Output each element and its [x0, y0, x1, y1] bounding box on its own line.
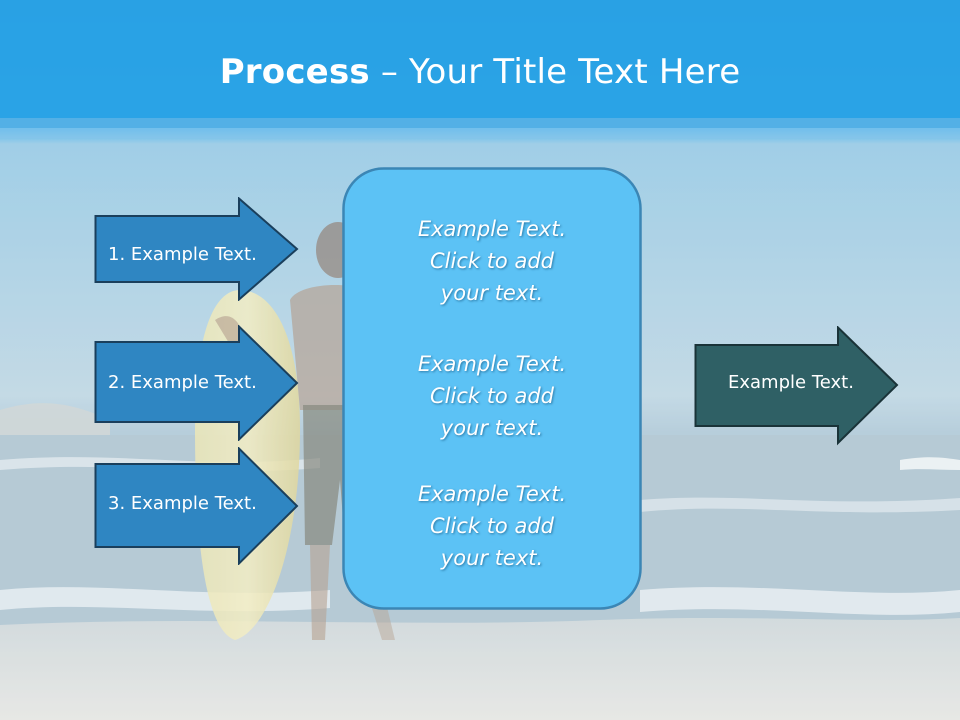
- right-arrow[interactable]: [694, 326, 900, 446]
- center-block-1-line-3: your text.: [440, 281, 544, 305]
- left-arrow-1-label: 1. Example Text.: [108, 244, 257, 265]
- center-block-1-line-1: Example Text.: [417, 217, 567, 241]
- center-block-3-line-3: your text.: [440, 546, 544, 570]
- center-block-2-line-1: Example Text.: [417, 352, 567, 376]
- title-bold-part: Process: [219, 52, 370, 92]
- left-arrow-1[interactable]: [94, 197, 300, 301]
- left-arrow-2[interactable]: [94, 325, 300, 441]
- center-text-block-3: Example Text. Click to add your text.: [352, 478, 632, 574]
- title-rest-part: – Your Title Text Here: [369, 52, 741, 92]
- left-arrow-2-label: 2. Example Text.: [108, 372, 257, 393]
- center-text-block-2: Example Text. Click to add your text.: [352, 348, 632, 444]
- left-arrow-3-label: 3. Example Text.: [108, 493, 257, 514]
- slide-title: Process – Your Title Text Here: [0, 52, 960, 92]
- center-block-2-line-2: Click to add: [429, 384, 554, 408]
- left-arrow-3[interactable]: [94, 447, 300, 565]
- center-block-1-line-2: Click to add: [429, 249, 554, 273]
- center-text-block-1: Example Text. Click to add your text.: [352, 213, 632, 309]
- center-block-3-line-2: Click to add: [429, 514, 554, 538]
- right-arrow-label: Example Text.: [728, 372, 854, 393]
- center-block-2-line-3: your text.: [440, 416, 544, 440]
- center-block-3-line-1: Example Text.: [417, 482, 567, 506]
- center-text-box[interactable]: [342, 167, 643, 611]
